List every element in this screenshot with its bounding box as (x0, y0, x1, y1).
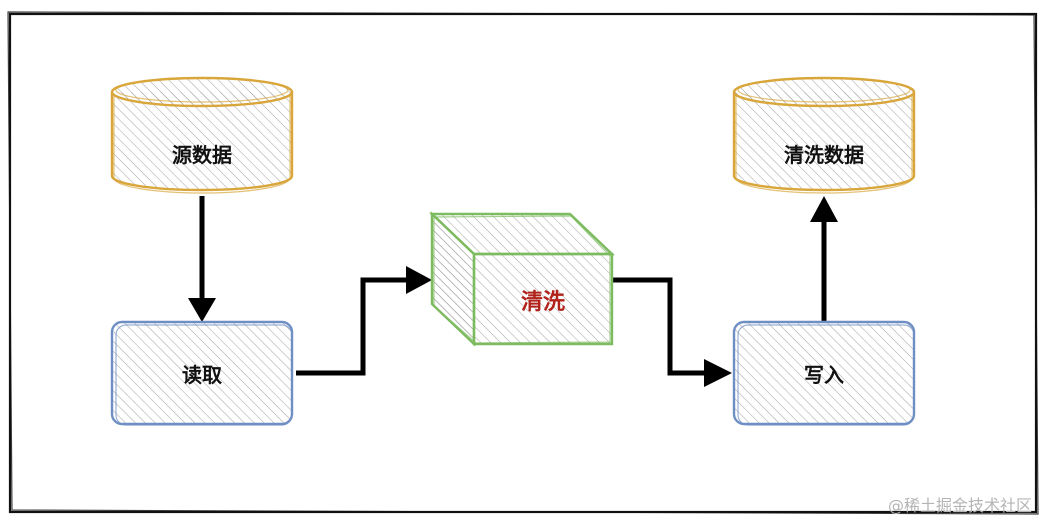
arrowhead-down (188, 298, 216, 322)
node-write: 写入 (732, 320, 916, 426)
outer-frame (7, 11, 1039, 515)
node-read: 读取 (110, 320, 294, 426)
node-source-label: 源数据 (172, 143, 232, 167)
watermark: @稀土掘金技术社区 (888, 496, 1032, 515)
arrowheads (188, 196, 838, 387)
node-source: 源数据 (110, 76, 294, 194)
arrowhead-up (810, 196, 838, 222)
node-target: 清洗数据 (732, 76, 916, 194)
node-clean: 清洗 (429, 211, 615, 347)
node-read-label: 读取 (182, 363, 222, 387)
edge-clean-to-write (612, 277, 706, 376)
connectors (199, 196, 827, 376)
edge-read-to-clean (296, 277, 410, 376)
cube-front-face (472, 252, 614, 346)
node-target-label: 清洗数据 (784, 143, 864, 167)
arrowhead-right (704, 359, 732, 387)
node-clean-label: 清洗 (521, 289, 565, 315)
arrowhead-right (406, 266, 432, 294)
node-write-label: 写入 (804, 363, 844, 387)
